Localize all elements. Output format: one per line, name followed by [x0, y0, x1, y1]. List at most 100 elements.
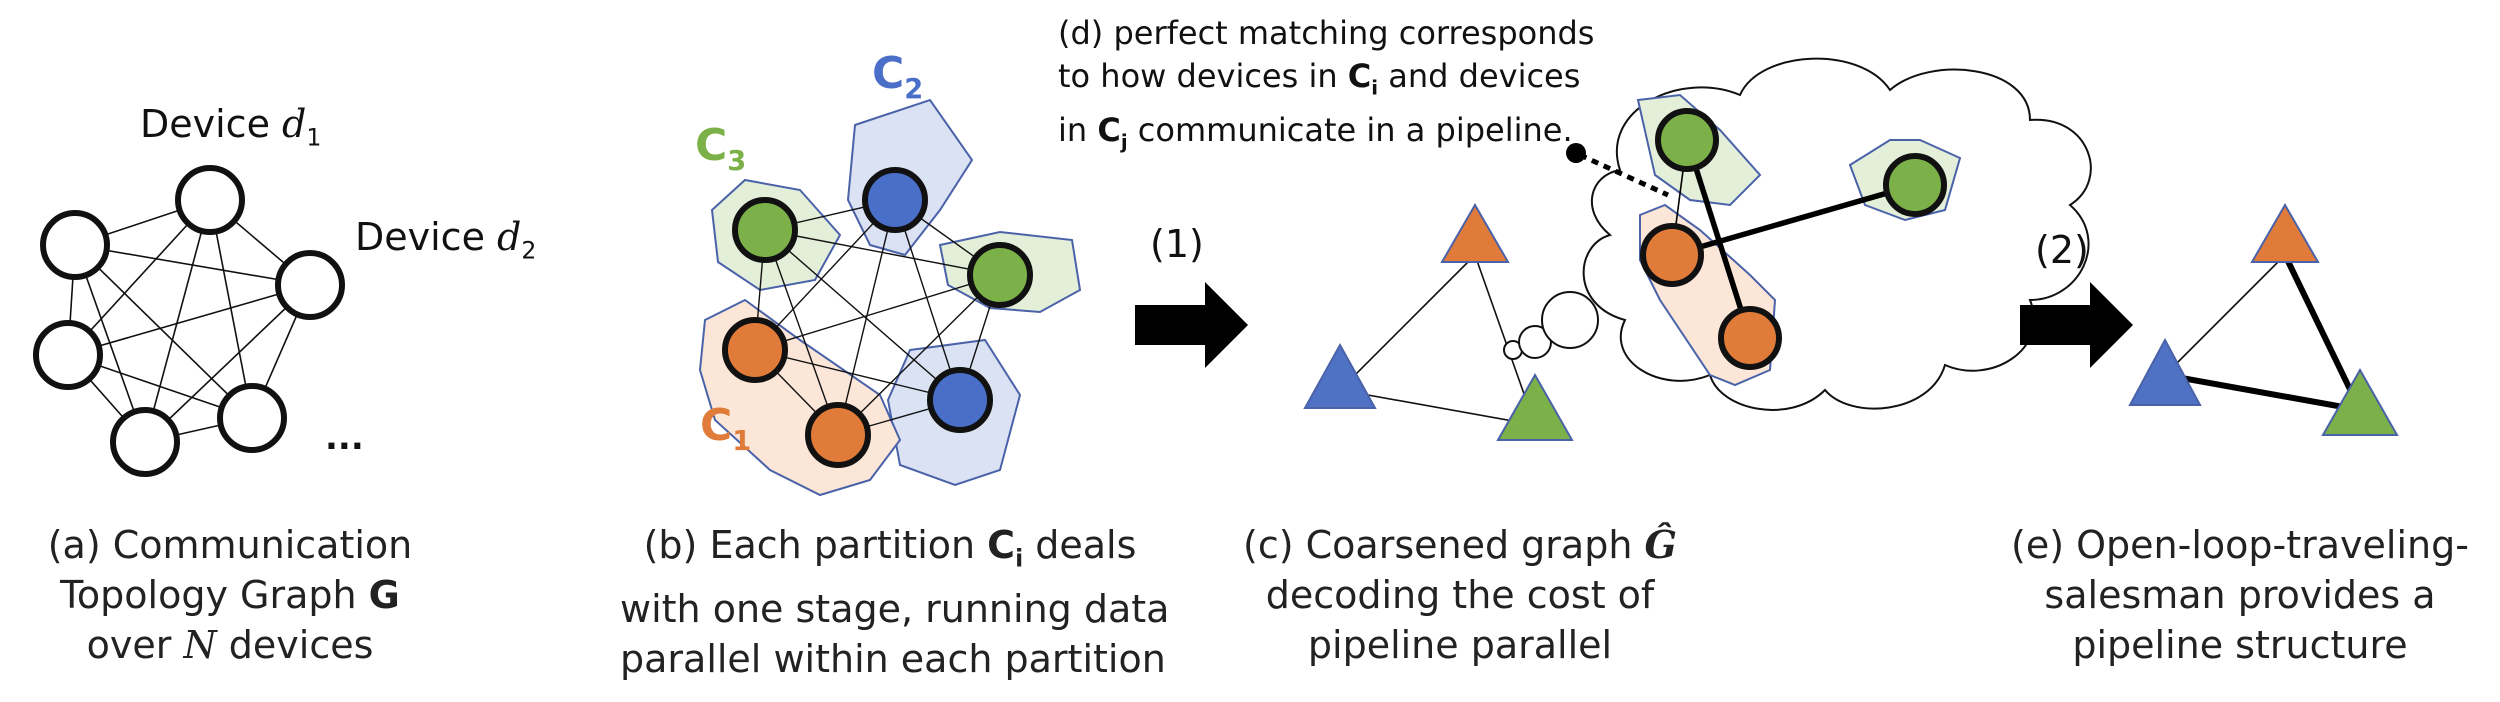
- edge-b: [764, 229, 839, 436]
- panel-d-nodes: [1640, 108, 1947, 370]
- edge-b: [754, 349, 961, 401]
- caption-b-ci-symbol: C: [987, 523, 1016, 567]
- step-2-label: (2): [2035, 228, 2089, 272]
- caption-c-line1: (c) Coarsened graph Ĝ: [1230, 520, 1690, 570]
- partition-node: [967, 242, 1033, 308]
- edge-b: [764, 229, 1001, 276]
- device-1-sub: 1: [306, 123, 322, 152]
- bubble-small-3: [1541, 291, 1599, 349]
- caption-b-line2: with one stage, running data: [620, 586, 1170, 631]
- edge-a: [144, 199, 211, 443]
- annotation-d-ci-symbol: C: [1347, 57, 1372, 95]
- node-d-green-1: [1655, 108, 1719, 172]
- edge-b: [764, 229, 961, 401]
- device-2-var: d: [497, 215, 522, 259]
- caption-c-line1-text: (c) Coarsened graph: [1243, 523, 1645, 567]
- caption-e: (e) Open-loop-traveling- salesman provid…: [2000, 520, 2480, 670]
- device-node: [110, 407, 180, 477]
- annotation-d-ci-sub: i: [1371, 76, 1379, 100]
- annotation-d-line2-text: to how devices in: [1058, 57, 1348, 95]
- triangle-c-green: [1496, 372, 1574, 441]
- partition-node: [862, 167, 928, 233]
- triangle-e-blue: [2128, 337, 2202, 406]
- panel-a-nodes: [33, 165, 345, 477]
- partition-node: [732, 197, 798, 263]
- device-node: [217, 383, 287, 453]
- edge-e-orange-blue: [2164, 254, 2286, 376]
- caption-b-line1: (b) Each partition Ci deals: [620, 520, 1160, 584]
- node-d-green-2: [1883, 153, 1947, 217]
- triangle-e-green: [2321, 367, 2399, 436]
- node-d-orange-2: [1718, 306, 1782, 370]
- caption-c-line2: decoding the cost of: [1265, 573, 1655, 617]
- matching-edge-2: [1671, 182, 1916, 258]
- edge-c-blue-green: [1339, 389, 1536, 426]
- caption-c-g-hat-symbol: Ĝ: [1644, 522, 1677, 567]
- device-2-sub: 2: [521, 236, 537, 265]
- caption-b-ci-sub: i: [1015, 544, 1024, 573]
- device-node: [275, 250, 345, 320]
- edge-b: [894, 199, 961, 401]
- caption-b-line3: parallel within each partition: [620, 636, 1166, 681]
- caption-a-line2: Topology Graph G: [30, 570, 430, 620]
- annotation-d-cj-symbol: C: [1097, 111, 1121, 150]
- arrow-2: [2020, 282, 2133, 368]
- caption-a-line3-text: over: [86, 623, 184, 667]
- caption-a-line3-suffix: devices: [216, 623, 374, 667]
- annotation-d-line2-suffix: and devices: [1378, 57, 1581, 95]
- device-node: [40, 210, 110, 280]
- annotation-d: (d) perfect matching corresponds to how …: [1058, 12, 1594, 164]
- caption-b: (b) Each partition Ci deals with one sta…: [620, 520, 1170, 684]
- node-d-orange-1: [1640, 223, 1704, 287]
- c3-letter: C: [695, 120, 728, 171]
- edge-a: [67, 199, 211, 356]
- device-2-prefix: Device: [355, 215, 498, 259]
- partition-c3-label: C3: [695, 120, 746, 177]
- edge-b: [754, 274, 1001, 351]
- step-1-label: (1): [1150, 222, 1204, 266]
- annotation-pointer-dot: [1566, 143, 1586, 163]
- c1-sub: 1: [732, 425, 752, 457]
- edge-b: [837, 199, 896, 436]
- panel-e-graph: [2128, 203, 2399, 436]
- caption-a-line2-text: Topology Graph: [60, 573, 369, 617]
- arrow-1: [1135, 282, 1248, 368]
- annotation-d-line3: in Cj communicate in a pipeline.: [1058, 109, 1594, 163]
- edge-e-blue-green: [2164, 372, 2361, 413]
- partition-c1-label: C1: [700, 400, 751, 457]
- c3-sub: 3: [727, 145, 747, 177]
- caption-a-line1: (a) Communication: [47, 523, 413, 567]
- annotation-d-line3-text: in: [1058, 111, 1098, 150]
- annotation-d-line2: to how devices in Ci and devices: [1058, 55, 1594, 109]
- annotation-pointer: [1578, 152, 1670, 198]
- c1-letter: C: [700, 400, 733, 451]
- panel-c-graph: [1303, 203, 1574, 441]
- caption-e-line2: salesman provides a: [2044, 573, 2436, 617]
- c2-sub: 2: [904, 73, 924, 105]
- partition-c2-label: C2: [872, 48, 923, 105]
- device-node: [33, 320, 103, 390]
- partition-node: [927, 367, 993, 433]
- annotation-d-line3-suffix: communicate in a pipeline.: [1127, 111, 1573, 150]
- edge-a: [67, 284, 311, 356]
- panel-b-nodes: [722, 167, 1033, 468]
- annotation-d-cj-sub: j: [1120, 130, 1128, 154]
- device-1-label: Device d1: [140, 102, 321, 152]
- ellipsis: ...: [325, 418, 364, 458]
- edge-e-orange-green: [2282, 253, 2363, 412]
- c2-letter: C: [872, 48, 905, 99]
- device-1-var: d: [282, 102, 307, 146]
- caption-c: (c) Coarsened graph Ĝ decoding the cost …: [1230, 520, 1690, 670]
- device-1-prefix: Device: [140, 102, 283, 146]
- bubble-small-2: [1518, 325, 1552, 359]
- triangle-c-blue: [1303, 342, 1377, 409]
- partition-node: [805, 402, 871, 468]
- triangle-e-orange: [2250, 203, 2320, 263]
- edge-a: [74, 244, 253, 419]
- caption-b-line1-text: (b) Each partition: [643, 523, 988, 567]
- caption-e-line3: pipeline structure: [2072, 623, 2408, 667]
- annotation-d-line1: (d) perfect matching corresponds: [1058, 14, 1595, 52]
- device-node: [175, 165, 245, 235]
- partition-node: [722, 317, 788, 383]
